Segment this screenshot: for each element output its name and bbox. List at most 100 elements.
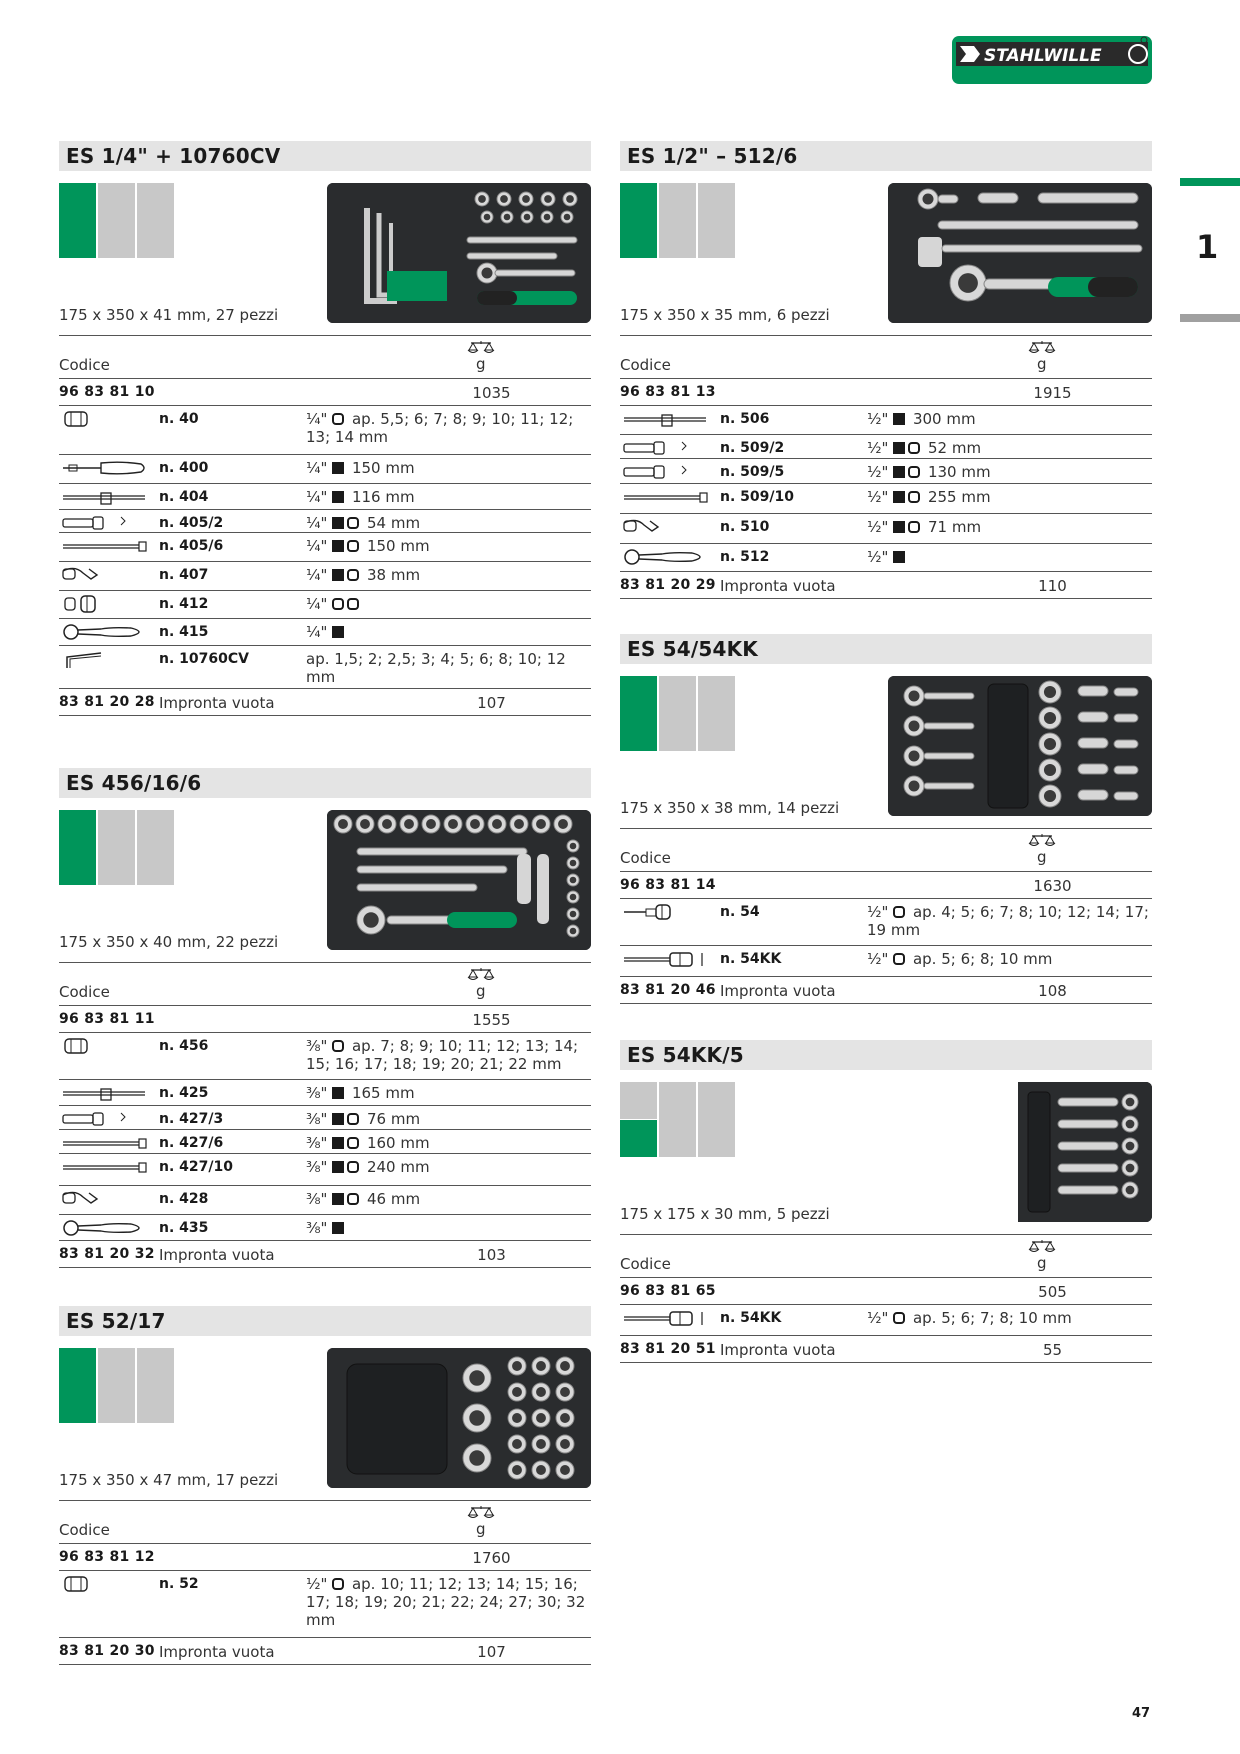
scale-weight-icon: [1028, 1240, 1056, 1252]
section-es54-54kk: ES 54/54KK 175 x 350 x 38 mm, 14 pezzi C…: [620, 634, 1152, 1004]
extension-short-icon: [622, 438, 708, 458]
tray-label: Impronta vuota: [159, 1246, 275, 1264]
table-row: n. 506 ¹⁄₂" 300 mm: [620, 405, 1152, 434]
color-swatch: [620, 676, 737, 751]
universal-joint-icon: [61, 565, 147, 585]
tray-weight: 107: [477, 694, 506, 712]
table-row: n. 412 ¹⁄₄": [59, 590, 591, 618]
item-description: ¹⁄₄" 150 mm: [306, 459, 415, 477]
tray-code: 83 81 20 29: [620, 577, 716, 593]
tray-code: 83 81 20 30: [59, 1643, 155, 1659]
item-number: n. 405/6: [159, 538, 224, 554]
tray-code: 83 81 20 28: [59, 694, 155, 710]
set-code: 96 83 81 65: [620, 1283, 716, 1299]
item-number: n. 400: [159, 460, 209, 476]
tray-image: [327, 1348, 591, 1488]
color-swatch: [59, 810, 176, 885]
scale-weight-icon: [467, 968, 495, 980]
item-description: ¹⁄₂" 52 mm: [867, 439, 982, 457]
set-weight: 1630: [1033, 877, 1072, 895]
section-es54kk-5: ES 54KK/5 175 x 175 x 30 mm, 5 pezzi Cod…: [620, 1040, 1152, 1363]
item-description: ³⁄₈" 160 mm: [306, 1134, 430, 1152]
extension-long-icon: [622, 487, 708, 507]
item-number: n. 506: [720, 411, 770, 427]
tray-dimensions: 175 x 350 x 41 mm, 27 pezzi: [59, 306, 279, 324]
item-description: ³⁄₈" 240 mm: [306, 1158, 430, 1176]
hex-key-icon: [61, 649, 147, 669]
table-row: n. 405/6 ¹⁄₄" 150 mm: [59, 532, 591, 561]
bit-socket-long-icon: [622, 1308, 708, 1328]
column-header-row: Codice g: [59, 963, 591, 1005]
codice-label: Codice: [59, 356, 110, 374]
extension-long-icon: [61, 1157, 147, 1177]
item-number: n. 435: [159, 1220, 209, 1236]
codice-label: Codice: [59, 983, 110, 1001]
column-header-row: Codice g: [620, 1235, 1152, 1277]
set-code-row: 96 83 81 13 1915: [620, 378, 1152, 405]
item-description: ³⁄₈" 76 mm: [306, 1110, 421, 1128]
stahlwille-logo: STAHLWILLE: [952, 36, 1152, 84]
table-row: n. 509/2 ¹⁄₂" 52 mm: [620, 434, 1152, 458]
set-code-row: 96 83 81 14 1630: [620, 871, 1152, 898]
t-handle-icon: [622, 409, 708, 429]
item-number: n. 456: [159, 1038, 209, 1054]
t-handle-icon: [61, 1083, 147, 1103]
extension-long-icon: [61, 1133, 147, 1153]
codice-label: Codice: [620, 1255, 671, 1273]
table-row: n. 40 ¹⁄₄" ap. 5,5; 6; 7; 8; 9; 10; 11; …: [59, 405, 591, 454]
t-handle-icon: [61, 487, 147, 507]
item-number: n. 425: [159, 1085, 209, 1101]
item-number: n. 54: [720, 904, 760, 920]
universal-joint-icon: [622, 517, 708, 537]
item-number: n. 512: [720, 549, 770, 565]
item-number: n. 10760CV: [159, 651, 249, 667]
item-number: n. 40: [159, 411, 199, 427]
table-row: n. 404 ¹⁄₄" 116 mm: [59, 483, 591, 509]
tray-code-row: 83 81 20 28 Impronta vuota 107: [59, 688, 591, 715]
table-row: n. 427/3 ³⁄₈" 76 mm: [59, 1105, 591, 1129]
section-title: ES 54/54KK: [620, 634, 1152, 664]
tray-code: 83 81 20 46: [620, 982, 716, 998]
tray-label: Impronta vuota: [159, 1643, 275, 1661]
set-code: 96 83 81 13: [620, 384, 716, 400]
tray-weight: 103: [477, 1246, 506, 1264]
table-row: n. 54KK ¹⁄₂" ap. 5; 6; 8; 10 mm: [620, 945, 1152, 976]
tray-label: Impronta vuota: [720, 577, 836, 595]
chapter-number: 1: [1196, 228, 1219, 266]
socket-icon: [61, 1574, 147, 1594]
socket-icon: [61, 1036, 147, 1056]
table-row: n. 510 ¹⁄₂" 71 mm: [620, 513, 1152, 543]
unit-label: g: [476, 982, 486, 1000]
item-number: n. 404: [159, 489, 209, 505]
table-row: n. 428 ³⁄₈" 46 mm: [59, 1185, 591, 1214]
table-row: n. 509/5 ¹⁄₂" 130 mm: [620, 458, 1152, 483]
set-weight: 1035: [472, 384, 511, 402]
table-row: n. 425 ³⁄₈" 165 mm: [59, 1079, 591, 1105]
item-number: n. 427/3: [159, 1111, 224, 1127]
scale-weight-icon: [467, 1506, 495, 1518]
section-title: ES 1/2" – 512/6: [620, 141, 1152, 171]
socket-icon: [61, 409, 147, 429]
item-description: ¹⁄₂": [867, 548, 1152, 566]
extension-short-icon: [622, 462, 708, 482]
set-weight: 1760: [472, 1549, 511, 1567]
color-swatch: [59, 1348, 176, 1423]
table-row: n. 456 ³⁄₈" ap. 7; 8; 9; 10; 11; 12; 13;…: [59, 1032, 591, 1079]
item-number: n. 52: [159, 1576, 199, 1592]
tray-code-row: 83 81 20 51 Impronta vuota 55: [620, 1335, 1152, 1362]
extension-long-icon: [61, 536, 147, 556]
item-description: ³⁄₈" 165 mm: [306, 1084, 415, 1102]
item-description: ¹⁄₂" 71 mm: [867, 518, 982, 536]
set-weight: 1915: [1033, 384, 1072, 402]
tray-weight: 108: [1038, 982, 1067, 1000]
tray-code-row: 83 81 20 46 Impronta vuota 108: [620, 976, 1152, 1003]
section-title: ES 1/4" + 10760CV: [59, 141, 591, 171]
set-code: 96 83 81 10: [59, 384, 155, 400]
item-description: ap. 1,5; 2; 2,5; 3; 4; 5; 6; 8; 10; 12 m…: [306, 650, 566, 686]
ratchet-icon: [61, 622, 147, 642]
unit-label: g: [1037, 848, 1047, 866]
unit-label: g: [1037, 1254, 1047, 1272]
section-es14-10760cv: ES 1/4" + 10760CV 175 x 350 x 41 mm, 27 …: [59, 141, 591, 716]
item-number: n. 415: [159, 624, 209, 640]
item-number: n. 509/5: [720, 464, 785, 480]
